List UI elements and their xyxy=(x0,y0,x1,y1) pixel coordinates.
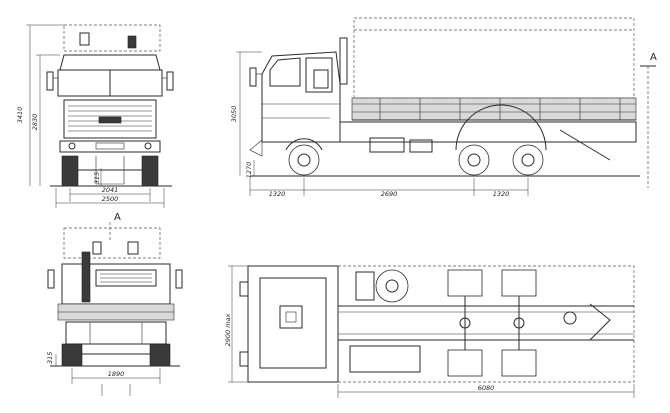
rear-ground-clearance-label: 315 xyxy=(46,352,54,364)
top-width-label: 2900 max xyxy=(224,313,232,346)
front-track-label: 2041 xyxy=(102,186,119,194)
top-overall-length-label: 6080 xyxy=(478,384,495,392)
front-overall-height-label: 3410 xyxy=(16,107,24,124)
front-cab-height-label: 2830 xyxy=(31,114,39,131)
front-view: 3410 2830 315 2041 2500 xyxy=(16,24,174,208)
rear-view: A 315 1890 xyxy=(46,212,183,396)
top-view: 2900 max 6080 xyxy=(224,265,635,398)
side-wheelbase-rear-label: 1320 xyxy=(493,190,510,198)
side-wheelbase-front-label: 2690 xyxy=(381,190,398,198)
side-axle-height-label: 1270 xyxy=(245,162,253,179)
side-front-overhang-label: 1320 xyxy=(269,190,286,198)
front-ground-clearance-label: 315 xyxy=(93,172,101,184)
side-height-label: 3050 xyxy=(230,106,238,123)
front-overall-width-label: 2500 xyxy=(102,195,119,203)
rear-track-label: 1890 xyxy=(108,370,125,378)
side-view: A xyxy=(230,17,657,198)
section-marker-top: A xyxy=(650,52,657,63)
section-marker-rear: A xyxy=(114,212,121,223)
